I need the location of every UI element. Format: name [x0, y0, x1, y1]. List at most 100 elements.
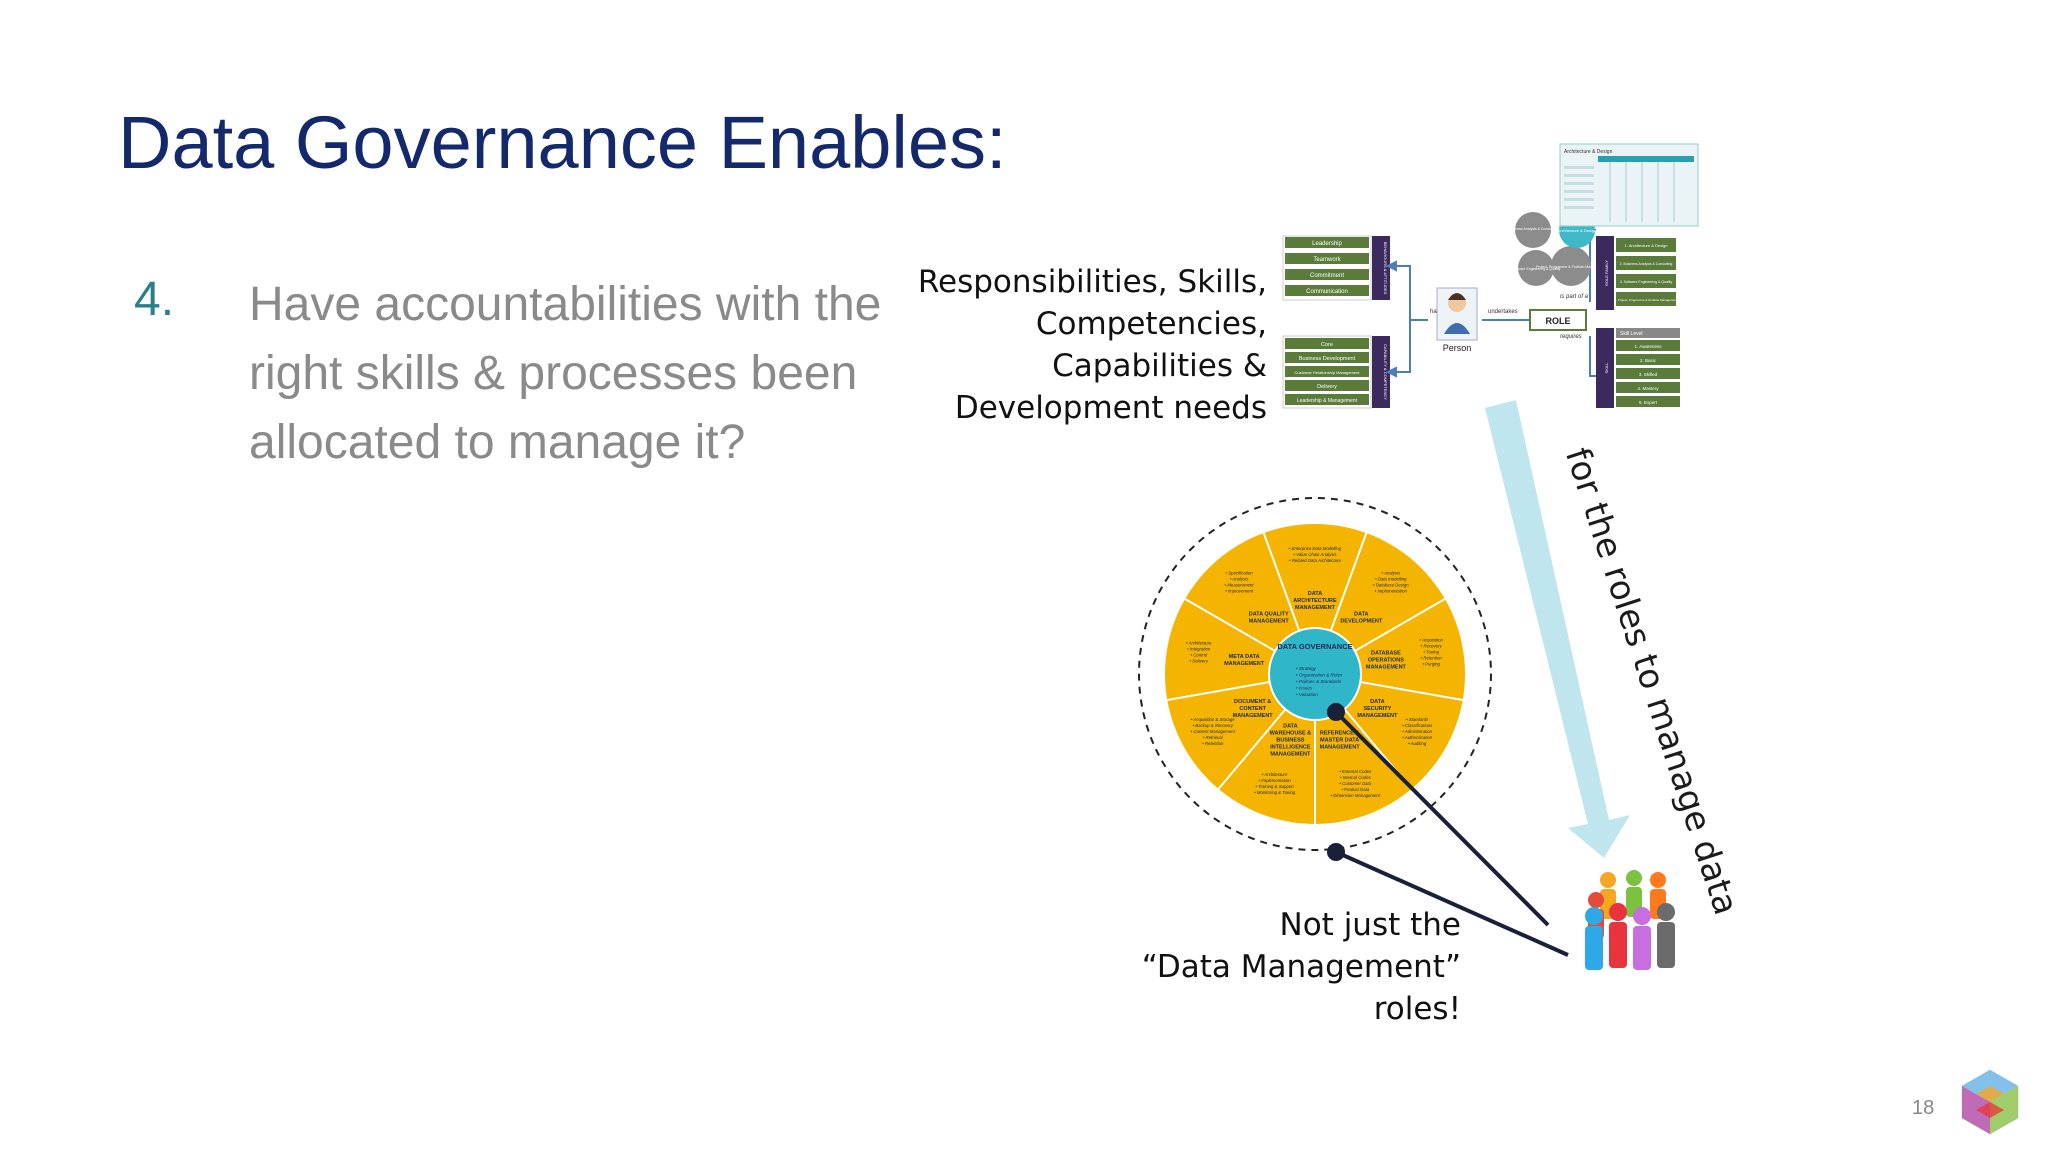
segment-title: MASTER DATA	[1320, 738, 1359, 744]
company-logo-icon	[1961, 1069, 2019, 1135]
center-item: • Organization & Roles	[1296, 673, 1343, 678]
segment-item: • Training & Support	[1256, 784, 1295, 789]
segment-item: • Analysis	[1382, 571, 1401, 576]
list-number: 4.	[134, 273, 175, 326]
capability-item: Delivery	[1317, 384, 1337, 390]
behaviours-header: BEHAVIOURS & ATTITUDES	[1383, 242, 1388, 295]
skill-level: 5. Expert	[1639, 400, 1658, 405]
skill-level: 1. Awareness	[1635, 344, 1663, 349]
segment-item: • Dimension Management	[1331, 793, 1381, 798]
capability-item: Customer Relationship Management	[1295, 370, 1361, 375]
wheel-divider	[1360, 681, 1463, 702]
segment-item: • Tuning	[1423, 650, 1439, 655]
role-diagram-caption: Responsibilities, Skills, Competencies, …	[918, 261, 1267, 429]
skill-level: 3. Skilled	[1639, 372, 1658, 377]
segment-item: • Recovery	[1421, 644, 1443, 649]
bubble-label: Project, Programme & Portfolio Managemen…	[1536, 265, 1606, 269]
bubble-label: Business Analysis & Consulting	[1509, 227, 1558, 231]
wheel-divider	[1262, 532, 1301, 632]
caption-line: Not just the	[1279, 907, 1461, 943]
segment-item: • Enterprise Data Modelling	[1289, 546, 1342, 551]
segment-title: MANAGEMENT	[1320, 745, 1361, 751]
segment-title: ARCHITECTURE	[1293, 598, 1337, 604]
segment-item: • Product Data	[1341, 787, 1369, 792]
segment-title: MANAGEMENT	[1224, 661, 1265, 667]
segment-item: • Control	[1191, 653, 1209, 658]
segment-item: • Auditing	[1408, 741, 1427, 746]
center-item: • Issues	[1296, 686, 1313, 691]
segment-item: • Architecture	[1186, 641, 1212, 646]
requires-label: requires	[1560, 334, 1582, 340]
has-label: has	[1430, 309, 1440, 315]
segment-item: • Measurement	[1225, 583, 1255, 588]
segment-item: • External Codes	[1339, 769, 1372, 774]
role-family-item: 4. Project, Programme & Portfolio Manage…	[1614, 298, 1677, 302]
matrix-title: Architecture & Design	[1564, 149, 1613, 155]
undertakes-label: undertakes	[1488, 309, 1518, 315]
capability-item: Business Development	[1299, 356, 1356, 362]
segment-title: INTELLIGENCE	[1270, 745, 1311, 751]
role-family-item: 1. Architecture & Design	[1625, 243, 1668, 248]
data-management-wheel: DATA GOVERNANCE • Strategy• Organization…	[1138, 497, 1492, 851]
segment-item: • Purging	[1422, 662, 1440, 667]
wheel-divider	[1167, 681, 1270, 702]
segment-item: • Retrieval	[1203, 735, 1224, 740]
segment-title: DATA	[1283, 724, 1297, 730]
segment-title: SECURITY	[1363, 706, 1391, 712]
bubble-label: Software Engineering & Quality	[1512, 267, 1561, 271]
is-part-of-label: is part of a	[1560, 294, 1589, 300]
segment-title: MANAGEMENT	[1295, 605, 1336, 611]
center-item: • Policies & Standards	[1296, 679, 1342, 684]
segment-title: DOCUMENT &	[1234, 699, 1271, 705]
caption-line: Development needs	[954, 390, 1267, 426]
skill-box: SKILL Skill Level 1. Awareness 2. Basic …	[1596, 328, 1680, 408]
downward-arrow	[1485, 400, 1630, 858]
segment-item: • Improvement	[1225, 589, 1254, 594]
segment-title: BUSINESS	[1276, 738, 1304, 744]
segment-item: • Content Management	[1191, 729, 1236, 734]
skill-level: 2. Basic	[1640, 358, 1657, 363]
wheel-divider	[1217, 708, 1287, 790]
segment-title: MANAGEMENT	[1233, 713, 1274, 719]
segment-title: REFERENCE &	[1320, 731, 1359, 737]
segment-item: • Implementation	[1259, 778, 1292, 783]
behaviours-box: Leadership Teamwork Commitment Communica…	[1282, 235, 1390, 301]
skill-level-header: Skill Level	[1620, 331, 1643, 337]
role-box	[1529, 309, 1587, 331]
segment-title: DATA QUALITY	[1249, 611, 1289, 617]
segment-title: MANAGEMENT	[1366, 664, 1407, 670]
dashed-outer-ring	[1138, 497, 1492, 851]
wheel-divider	[1354, 598, 1446, 652]
behaviour-item: Teamwork	[1313, 257, 1341, 263]
person-label: Person	[1443, 343, 1472, 353]
segment-item: • Data modelling	[1375, 577, 1407, 582]
role-family-item: 2. Business Analysis & Consulting	[1620, 262, 1673, 266]
segment-title: DATA	[1354, 611, 1368, 617]
segment-title: DATA	[1370, 699, 1384, 705]
people-connectors	[1334, 710, 1569, 957]
capability-box: Core Business Development Customer Relat…	[1282, 335, 1390, 409]
segment-item: • Architecture	[1262, 772, 1288, 777]
role-diagram: Leadership Teamwork Commitment Communica…	[1282, 143, 1699, 409]
segment-title: MANAGEMENT	[1249, 618, 1290, 624]
segment-item: • Standards	[1406, 717, 1429, 722]
segment-title: OPERATIONS	[1368, 657, 1404, 663]
segment-item: • Acquisition	[1420, 638, 1444, 643]
wheel-divider	[1329, 532, 1368, 632]
segment-title: MANAGEMENT	[1357, 713, 1398, 719]
capability-item: Core	[1321, 342, 1333, 348]
segment-item: • Integration	[1187, 647, 1211, 652]
segment-item: • Acquisition & Storage	[1191, 717, 1235, 722]
behaviour-item: Commitment	[1310, 273, 1344, 279]
wheel-divider	[1184, 598, 1276, 652]
role-family-header: ROLE FAMILY	[1604, 260, 1609, 286]
segment-title: DEVELOPMENT	[1340, 618, 1383, 624]
caption-line: “Data Management”	[1141, 949, 1461, 985]
